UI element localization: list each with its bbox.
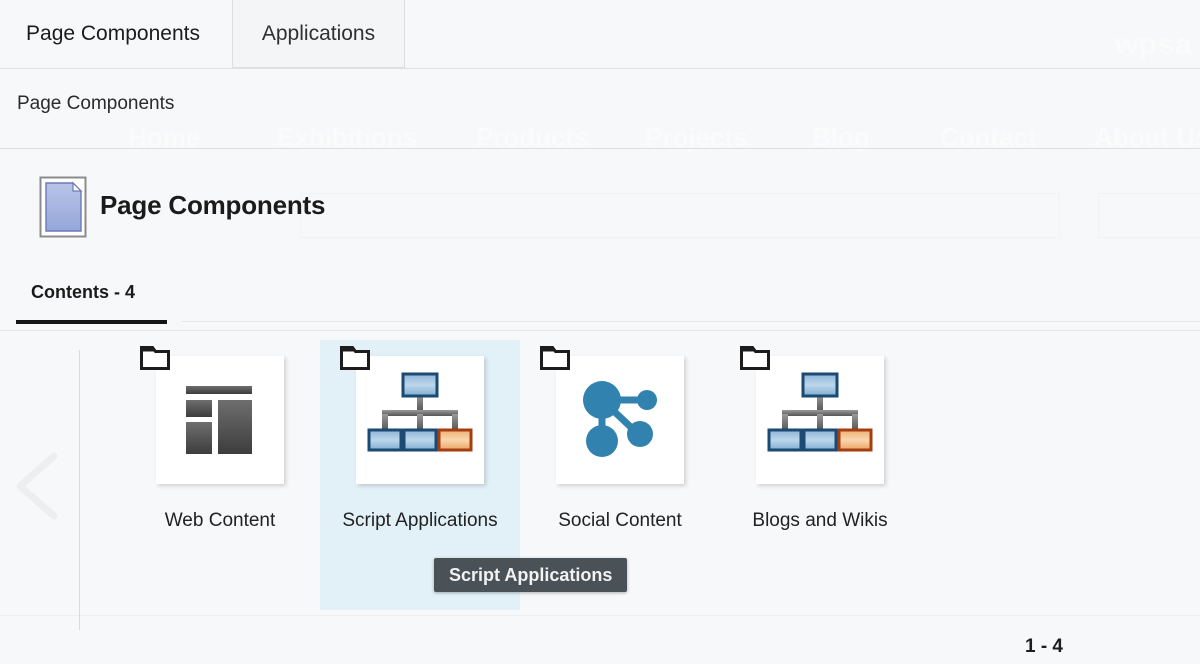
- breadcrumb[interactable]: Page Components: [17, 93, 175, 114]
- gallery-item-web-content[interactable]: Web Content: [120, 340, 320, 610]
- tooltip: Script Applications: [434, 558, 628, 592]
- contents-tab-rule: [182, 321, 1200, 322]
- gallery-item-social-content[interactable]: Social Content: [520, 340, 720, 610]
- breadcrumb-divider: [0, 148, 1200, 149]
- tile-thumbnail: [540, 346, 684, 484]
- folder-corner-icon: [740, 346, 770, 370]
- breadcrumb-band: Page Components: [0, 69, 1200, 149]
- tab-contents[interactable]: Contents - 4: [31, 282, 136, 302]
- tile-thumbnail: [140, 346, 284, 484]
- web-layout-icon: [186, 386, 252, 454]
- chevron-left-icon[interactable]: [8, 450, 64, 522]
- tile-thumbnail: [740, 346, 884, 484]
- tab-page-components[interactable]: Page Components: [26, 22, 200, 45]
- tile-thumbnail: [340, 346, 484, 484]
- contents-tab-underline: [16, 320, 167, 324]
- page-document-icon: [39, 176, 87, 238]
- folder-corner-icon: [140, 346, 170, 370]
- range-indicator: 1 - 4: [1024, 636, 1063, 657]
- ghost-rule-mid: [0, 330, 1200, 331]
- footer-divider: [0, 615, 1200, 616]
- tile-label: Blogs and Wikis: [752, 510, 888, 531]
- tab-applications[interactable]: Applications: [232, 0, 405, 68]
- contents-tab-row: Contents - 4: [0, 275, 1200, 327]
- network-share-icon: [583, 381, 657, 457]
- folder-corner-icon: [340, 346, 370, 370]
- gallery-left-divider: [79, 350, 80, 630]
- gallery-item-blogs-and-wikis[interactable]: Blogs and Wikis: [720, 340, 920, 610]
- tile-label: Social Content: [558, 510, 682, 531]
- hierarchy-tree-icon: [767, 372, 873, 452]
- page-title: Page Components: [100, 190, 326, 220]
- top-tab-strip: Page Components Applications: [0, 0, 1200, 69]
- page-header: Page Components: [0, 160, 1200, 260]
- tile-label: Web Content: [164, 510, 276, 531]
- folder-corner-icon: [540, 346, 570, 370]
- tile-label: Script Applications: [342, 510, 498, 531]
- hierarchy-tree-icon: [367, 372, 473, 452]
